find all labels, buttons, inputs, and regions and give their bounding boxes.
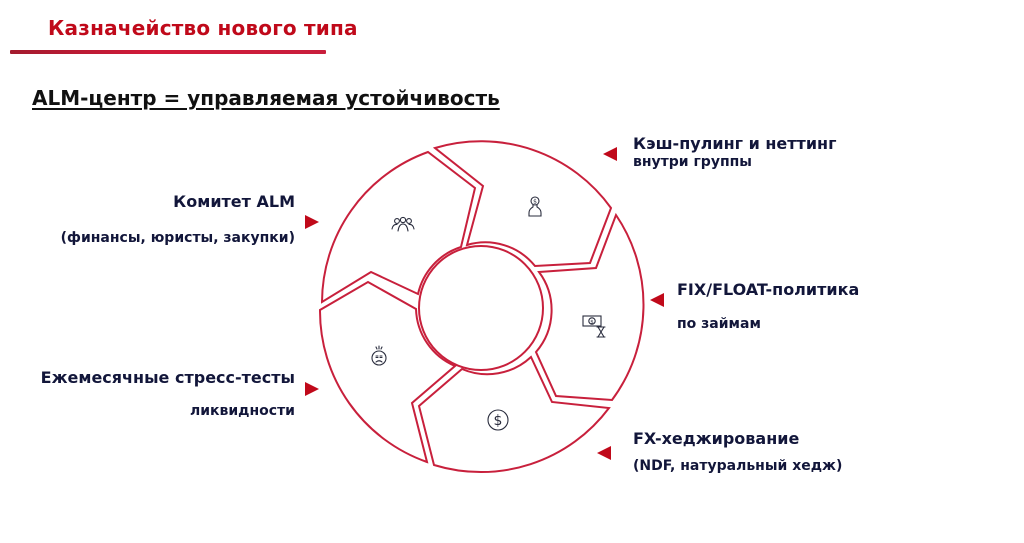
people-group-icon xyxy=(391,216,415,232)
page-title: Казначейство нового типа xyxy=(48,16,358,40)
money-bag-icon: $ xyxy=(528,196,542,217)
arrow-fix-float xyxy=(650,293,664,307)
inner-circle xyxy=(418,245,544,371)
arrow-cash-pooling xyxy=(603,147,617,161)
segment-alm-committee xyxy=(320,150,477,304)
dollar-coin-icon: $ xyxy=(487,409,509,431)
segment-fix-float xyxy=(534,212,645,402)
segment-fx-hedging xyxy=(417,355,611,473)
arrow-fx-hedging xyxy=(597,446,611,460)
svg-text:$: $ xyxy=(533,198,537,205)
label-cash-pooling-subtitle: внутри группы xyxy=(633,154,752,170)
label-fix-float-subtitle: по займам xyxy=(677,316,761,332)
label-cash-pooling-title: Кэш-пулинг и неттинг xyxy=(633,134,837,153)
banknote-hourglass-icon: $ xyxy=(582,315,606,338)
arrow-stress-tests xyxy=(305,382,319,396)
svg-text:$: $ xyxy=(590,319,594,325)
label-fix-float-title: FIX/FLOAT-политика xyxy=(677,280,860,299)
label-alm-committee-subtitle: (финансы, юристы, закупки) xyxy=(60,230,295,246)
segment-cash-pooling xyxy=(432,140,613,268)
title-underline xyxy=(10,50,326,54)
stressed-face-icon xyxy=(371,345,387,366)
svg-text:$: $ xyxy=(494,413,503,429)
label-stress-tests-subtitle: ликвидности xyxy=(189,403,295,419)
label-alm-committee-title: Комитет ALM xyxy=(173,192,295,211)
label-stress-tests-title: Ежемесячные стресс-тесты xyxy=(40,368,295,387)
page-subtitle: ALM-центр = управляемая устойчивость xyxy=(32,86,500,110)
segment-stress-tests xyxy=(318,280,457,464)
label-fx-hedging-title: FX-хеджирование xyxy=(633,429,800,448)
label-fx-hedging-subtitle: (NDF, натуральный хедж) xyxy=(633,458,843,474)
arrow-alm-committee xyxy=(305,215,319,229)
